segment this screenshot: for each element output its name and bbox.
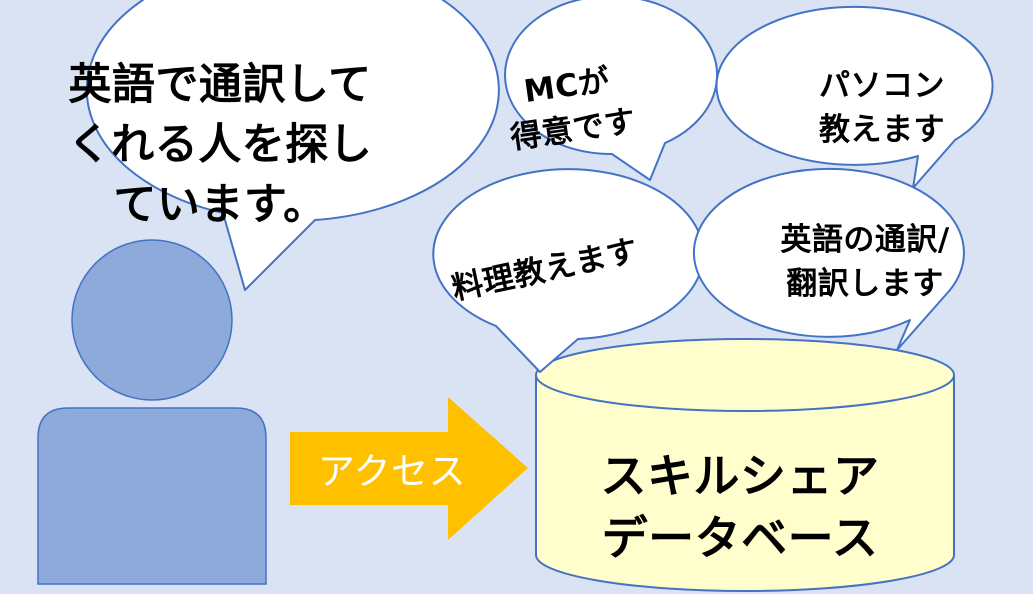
access-arrow [290, 397, 528, 540]
cooking-speech-bubble [432, 168, 705, 373]
pc-skill-line: パソコン [819, 68, 945, 104]
mc-speech-bubble [504, 0, 719, 181]
person-request-line: ています。 [113, 180, 327, 230]
person-icon [37, 239, 267, 585]
pc-skill-text: パソコン 教えます [782, 64, 982, 152]
pc-speech-bubble [715, 5, 994, 189]
person-request-text: 英語で通訳して くれる人を探し ています。 [40, 55, 400, 235]
english-skill-line: 英語の通訳/ [780, 222, 950, 258]
database-cylinder [535, 338, 955, 592]
access-arrow-label: アクセス [317, 450, 467, 493]
database-label-line: データベース [601, 511, 879, 565]
person-request-line: くれる人を探し [67, 120, 373, 170]
english-skill-line: 翻訳します [786, 266, 944, 302]
person-speech-bubble [85, 0, 500, 291]
pc-skill-line: 教えます [819, 112, 945, 148]
person-request-line: 英語で通訳して [68, 60, 372, 110]
english-skill-text: 英語の通訳/ 翻訳します [750, 218, 980, 306]
english-speech-bubble [692, 167, 965, 351]
database-label-line: スキルシェア [600, 449, 880, 503]
database-label: スキルシェア データベース [560, 445, 920, 569]
